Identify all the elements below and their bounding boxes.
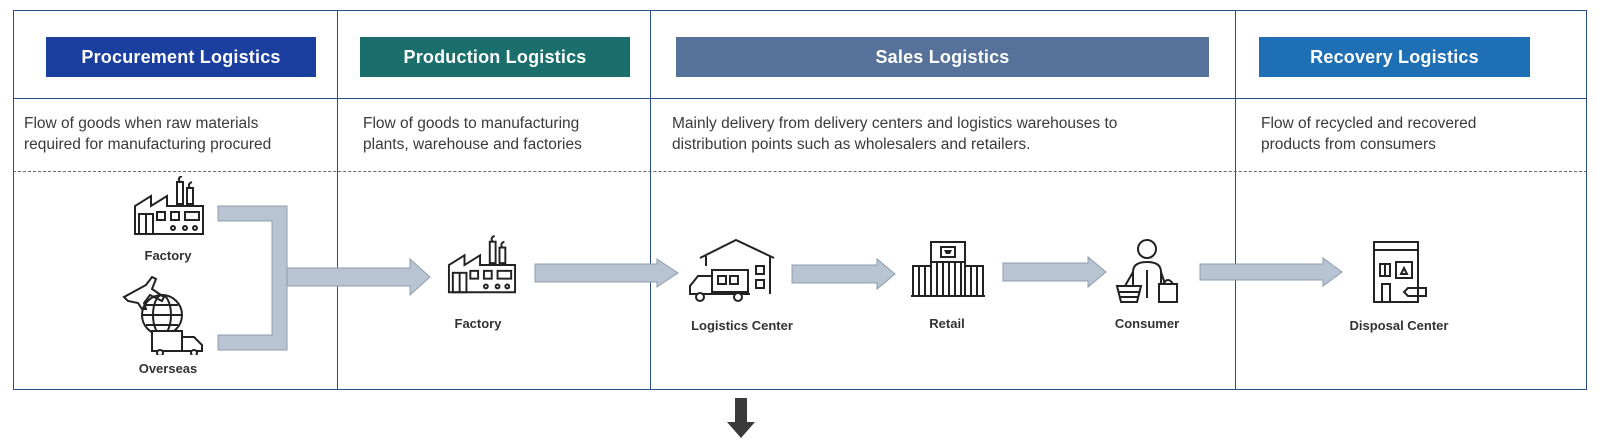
divider-procurement-production	[337, 10, 338, 390]
factory-icon	[133, 176, 205, 238]
description-production: Flow of goods to manufacturing plants, w…	[363, 113, 582, 155]
description-recovery-line-1: Flow of recycled and recovered	[1261, 115, 1477, 132]
procurement-merge-bracket	[217, 205, 288, 351]
header-recovery: Recovery Logistics	[1259, 37, 1530, 77]
node-label-disposal-center: Disposal Center	[1349, 318, 1449, 333]
description-procurement-line-2: required for manufacturing procured	[24, 136, 272, 153]
arrow-factory-to-logistics	[534, 258, 679, 288]
description-procurement-line-1: Flow of goods when raw materials	[24, 115, 259, 132]
node-label-retail: Retail	[929, 316, 965, 331]
overseas-icon	[118, 275, 208, 355]
description-procurement: Flow of goods when raw materials require…	[24, 113, 271, 155]
node-label-overseas: Overseas	[138, 361, 198, 376]
node-label-logistics-center: Logistics Center	[691, 318, 793, 333]
description-recovery: Flow of recycled and recovered products …	[1261, 113, 1476, 155]
header-recovery-title: Recovery Logistics	[1310, 46, 1479, 67]
node-label-production-factory: Factory	[454, 316, 502, 331]
description-production-line-1: Flow of goods to manufacturing	[363, 115, 580, 132]
header-production: Production Logistics	[360, 37, 630, 77]
header-procurement-title: Procurement Logistics	[81, 46, 281, 67]
arrow-procurement-to-production	[286, 257, 431, 297]
header-separator	[13, 98, 1587, 99]
description-sales-line-2: distribution points such as wholesalers …	[672, 136, 1031, 153]
description-sales: Mainly delivery from delivery centers an…	[672, 113, 1117, 155]
warehouse-truck-icon	[686, 236, 778, 304]
recycling-bin-icon	[1368, 240, 1430, 304]
arrow-logistics-to-retail	[791, 257, 896, 291]
divider-production-sales	[650, 10, 651, 390]
arrow-retail-to-consumer	[1002, 255, 1107, 289]
shopper-icon	[1113, 238, 1181, 308]
node-label-consumer: Consumer	[1114, 316, 1180, 331]
diagram-frame	[13, 10, 1587, 390]
header-production-title: Production Logistics	[403, 46, 587, 67]
node-label-procurement-factory: Factory	[144, 248, 192, 263]
description-production-line-2: plants, warehouse and factories	[363, 136, 582, 153]
header-sales-title: Sales Logistics	[875, 46, 1010, 67]
description-recovery-line-2: products from consumers	[1261, 136, 1436, 153]
factory-icon	[447, 235, 517, 297]
down-arrow-icon	[727, 398, 755, 438]
divider-sales-recovery	[1235, 10, 1236, 390]
arrow-consumer-to-disposal	[1199, 257, 1343, 287]
retail-building-icon	[909, 238, 987, 300]
header-sales: Sales Logistics	[676, 37, 1209, 77]
header-procurement: Procurement Logistics	[46, 37, 316, 77]
description-sales-line-1: Mainly delivery from delivery centers an…	[672, 115, 1118, 132]
description-separator	[13, 171, 1587, 172]
